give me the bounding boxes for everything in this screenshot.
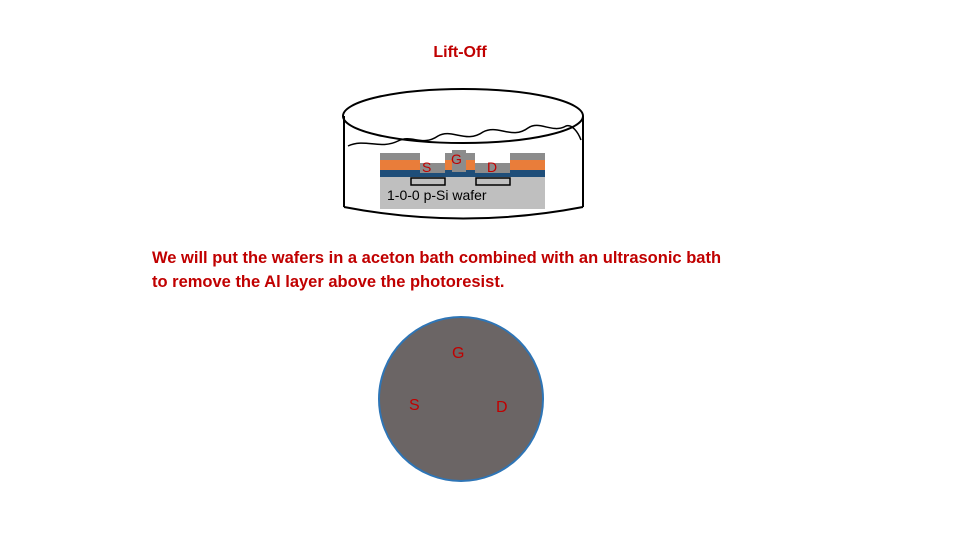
wafer-cross-section: S G D 1-0-0 p-Si wafer xyxy=(380,150,545,209)
gate-label-cross: G xyxy=(451,151,462,167)
oxide-layer-right xyxy=(510,160,545,170)
source-pad-outline xyxy=(410,177,446,186)
oxide-layer-left xyxy=(380,160,420,170)
drain-label-cross: D xyxy=(487,159,497,175)
source-label-top: S xyxy=(409,397,420,414)
al-layer-right xyxy=(510,153,545,160)
description-text: We will put the wafers in a aceton bath … xyxy=(152,246,832,294)
description-line-1: We will put the wafers in a aceton bath … xyxy=(152,249,722,267)
aceton-bath-beaker xyxy=(342,88,584,220)
al-layer-left xyxy=(380,153,420,160)
wafer-disc xyxy=(378,316,544,482)
source-contact xyxy=(420,163,445,173)
drain-pad-outline xyxy=(475,177,511,186)
source-label-cross: S xyxy=(422,159,431,175)
description-line-2: to remove the Al layer above the photore… xyxy=(152,273,505,291)
drain-contact xyxy=(475,163,510,173)
si-wafer xyxy=(380,177,545,209)
wafer-label: 1-0-0 p-Si wafer xyxy=(387,187,487,203)
wafer-top-view: G S D xyxy=(378,316,544,482)
nitride-layer xyxy=(380,170,545,177)
slide-title: Lift-Off xyxy=(433,44,487,61)
gate-metal xyxy=(452,150,466,172)
liquid-surface xyxy=(347,124,582,147)
gate-label-top: G xyxy=(452,345,464,362)
drain-label-top: D xyxy=(496,399,508,416)
